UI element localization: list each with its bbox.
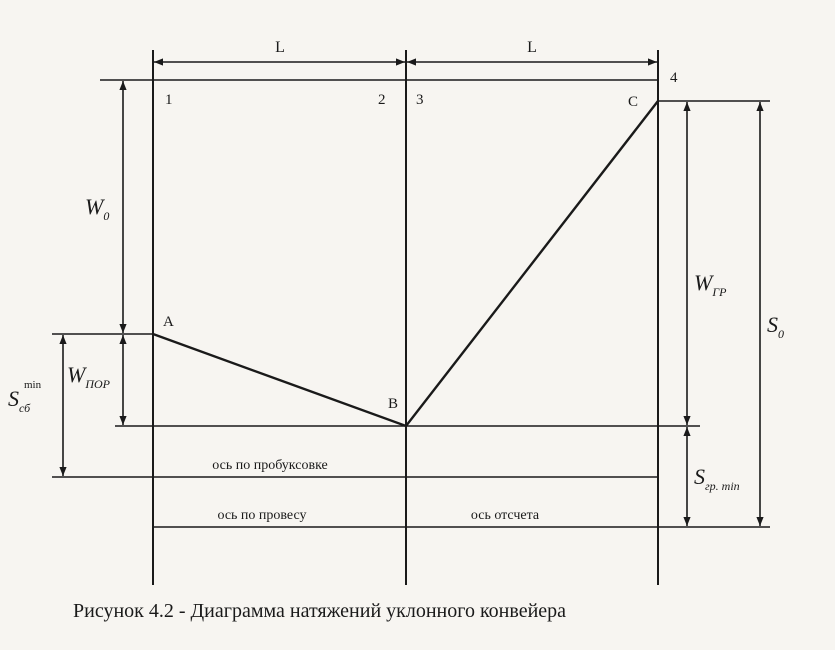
label-S0: S0 bbox=[767, 312, 784, 341]
label-Wgr: WГР bbox=[694, 270, 727, 299]
label-Ssb-min-sup: min bbox=[24, 379, 42, 391]
ref-axis-label: ось отсчета bbox=[471, 508, 540, 523]
label-Sgr-min: Sгр. min bbox=[694, 464, 740, 493]
point-B-label: B bbox=[388, 396, 398, 412]
label-L-left: L bbox=[275, 39, 285, 56]
point-C-label: C bbox=[628, 94, 638, 110]
point-4-label: 4 bbox=[670, 70, 678, 86]
point-1-label: 1 bbox=[165, 92, 173, 108]
sag-axis-label: ось по провесу bbox=[217, 508, 306, 523]
figure-caption: Рисунок 4.2 - Диаграмма натяжений уклонн… bbox=[73, 600, 566, 622]
point-2-label: 2 bbox=[378, 92, 386, 108]
point-3-label: 3 bbox=[416, 92, 424, 108]
label-Wpor: WПОР bbox=[67, 362, 111, 391]
label-W0: W0 bbox=[85, 194, 109, 223]
label-L-right: L bbox=[527, 39, 537, 56]
slip-axis-label: ось по пробуксовке bbox=[212, 458, 327, 473]
label-Ssb-min: Sсб bbox=[8, 386, 31, 415]
tension-curve bbox=[152, 100, 659, 428]
point-A-label: A bbox=[163, 314, 174, 330]
